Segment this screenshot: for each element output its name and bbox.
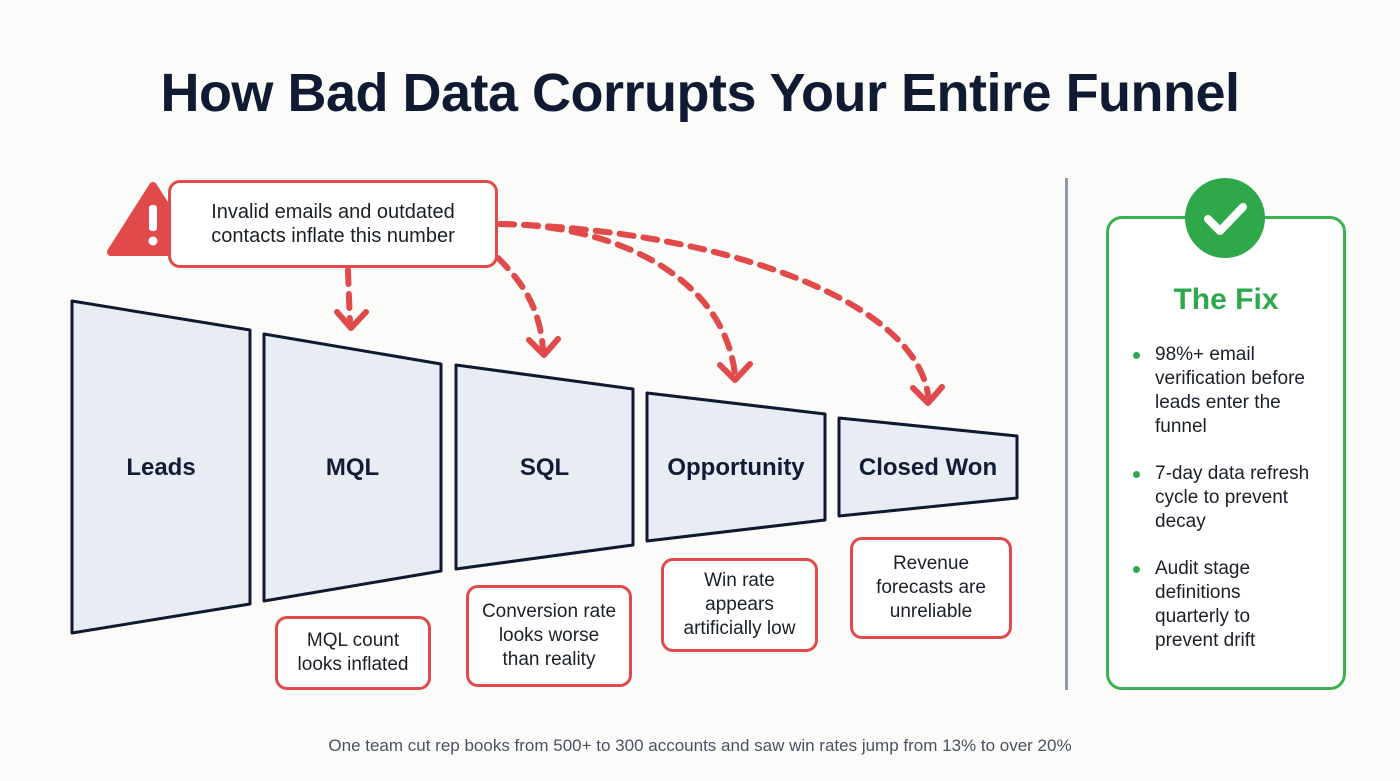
funnel-stage-leads	[70, 299, 252, 635]
fix-item: 7-day data refresh cycle to prevent deca…	[1131, 462, 1331, 534]
fix-item-line: definitions	[1155, 582, 1241, 603]
fix-item-line: funnel	[1155, 416, 1207, 437]
sql-note: Conversion rate looks worse than reality	[466, 585, 632, 687]
funnel-stage-opportunity	[645, 391, 827, 543]
warning-callout: Invalid emails and outdated contacts inf…	[168, 180, 498, 268]
fix-title: The Fix	[1173, 283, 1279, 316]
funnel-stage-label: SQL	[520, 454, 569, 481]
arrowhead-sql	[526, 336, 561, 358]
bullet-icon	[1133, 471, 1140, 478]
funnel-stage-mql	[262, 332, 443, 603]
fix-card: The Fix 98%+ email verification before l…	[1106, 216, 1346, 690]
mql-note-line: looks inflated	[297, 654, 409, 675]
fix-item-line: cycle to prevent	[1155, 487, 1289, 508]
footer-stat: One team cut rep books from 500+ to 300 …	[328, 736, 1072, 755]
arrowhead-mql	[334, 309, 369, 331]
closed-won-note-line: forecasts are	[876, 577, 986, 598]
bullet-icon	[1133, 352, 1140, 359]
funnel-stage-label: Opportunity	[667, 454, 805, 481]
page-title: How Bad Data Corrupts Your Entire Funnel	[160, 63, 1240, 123]
opportunity-note-line: appears	[705, 594, 774, 615]
mql-note: MQL count looks inflated	[275, 616, 431, 690]
sql-note-line: looks worse	[498, 625, 600, 646]
corruption-arrows	[345, 221, 931, 398]
fix-item-line: decay	[1155, 511, 1206, 532]
closed-won-note: Revenue forecasts are unreliable	[850, 537, 1012, 639]
closed-won-note-line: unreliable	[889, 601, 973, 622]
fix-item: Audit stage definitions quarterly to pre…	[1131, 557, 1331, 653]
arrowhead-opportunity	[717, 361, 753, 383]
arrow-to-closed-won	[497, 221, 931, 398]
opportunity-note-line: artificially low	[683, 618, 796, 639]
opportunity-note-line: Win rate	[704, 570, 775, 591]
arrowhead-closed-won	[910, 384, 945, 406]
fix-item-line: 98%+ email	[1155, 344, 1255, 365]
fix-item-line: verification before	[1155, 368, 1305, 389]
warning-callout-line: contacts inflate this number	[211, 225, 455, 247]
fix-item: 98%+ email verification before leads ent…	[1131, 343, 1331, 439]
fix-list: 98%+ email verification before leads ent…	[1131, 343, 1331, 676]
funnel-stage-label: MQL	[326, 454, 379, 481]
sql-note-line: than reality	[502, 649, 596, 670]
opportunity-note: Win rate appears artificially low	[661, 558, 818, 652]
funnel-stage-label: Leads	[126, 454, 195, 481]
funnel-stage-sql	[454, 363, 635, 571]
fix-item-line: prevent drift	[1155, 630, 1256, 651]
arrow-to-sql	[495, 255, 546, 353]
warning-callout-line: Invalid emails and outdated	[211, 201, 455, 223]
arrow-to-mql	[345, 267, 353, 328]
checkmark-icon	[1185, 178, 1265, 258]
fix-item-line: quarterly to	[1155, 606, 1251, 627]
sql-note-line: Conversion rate	[481, 601, 617, 622]
mql-note-line: MQL count	[306, 630, 400, 651]
fix-item-line: leads enter the	[1155, 392, 1281, 413]
funnel-stage-closed-won	[837, 416, 1019, 518]
fix-item-line: 7-day data refresh	[1155, 463, 1310, 484]
funnel-stages: Leads MQL SQL Opportunity Closed Won	[70, 299, 1019, 635]
fix-item-line: Audit stage	[1155, 558, 1251, 579]
arrowheads	[334, 309, 945, 406]
section-divider	[1065, 178, 1068, 690]
bullet-icon	[1133, 566, 1140, 573]
funnel-stage-label: Closed Won	[859, 454, 997, 481]
closed-won-note-line: Revenue	[892, 553, 970, 574]
